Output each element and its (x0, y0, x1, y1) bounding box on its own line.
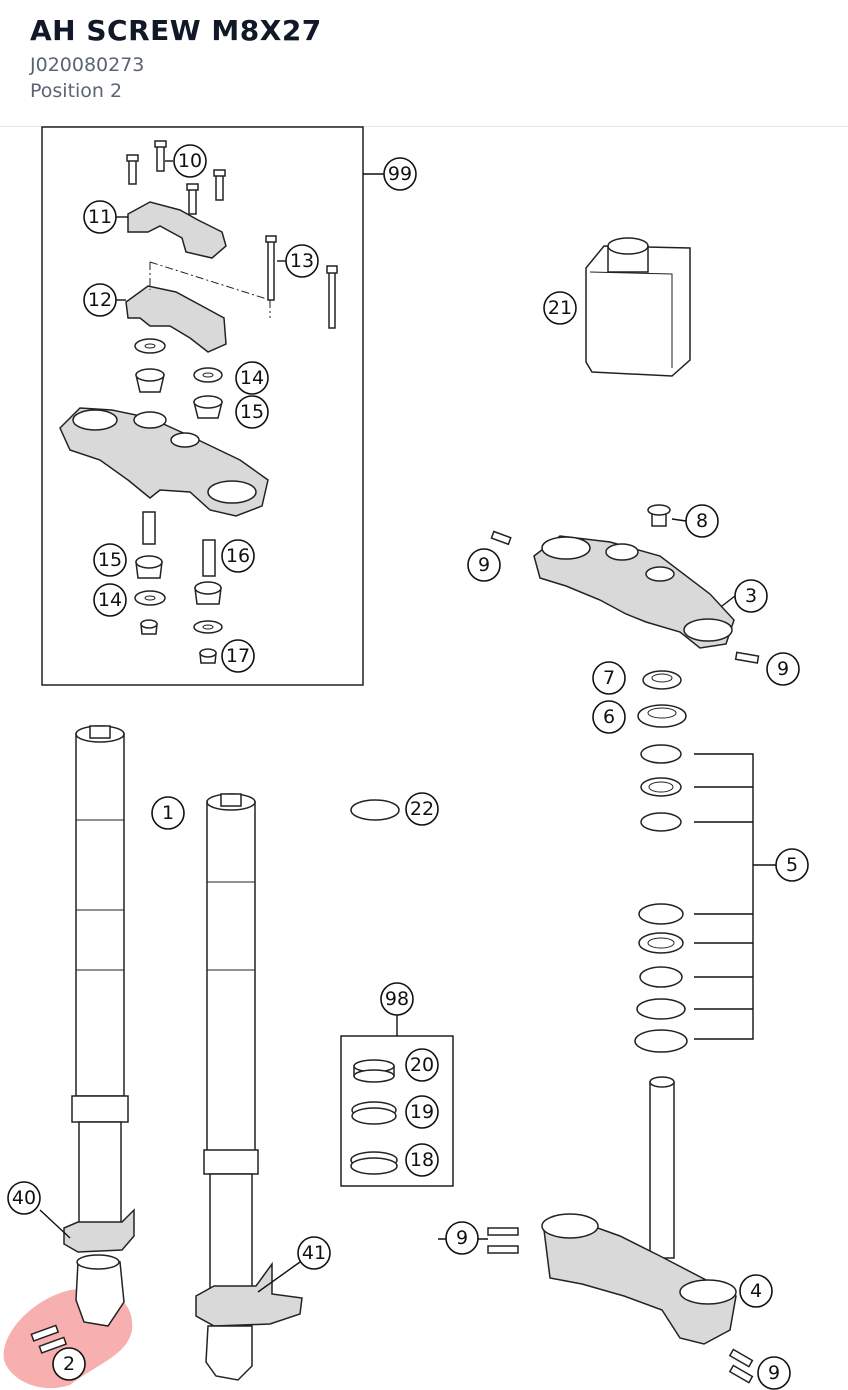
callout-20[interactable]: 20 (405, 1048, 439, 1082)
callout-9-upper-clamp-left[interactable]: 9 (467, 548, 501, 582)
fork-leg-right (195, 793, 303, 1381)
svg-text:9: 9 (777, 658, 789, 680)
o-ring (350, 799, 400, 821)
callout-3[interactable]: 3 (734, 579, 768, 613)
callout-14-lower[interactable]: 14 (93, 583, 127, 617)
callout-10[interactable]: 10 (173, 144, 207, 178)
svg-text:16: 16 (226, 545, 250, 567)
svg-text:15: 15 (98, 549, 122, 571)
callout-18[interactable]: 18 (405, 1143, 439, 1177)
handlebar-clamp-lower (125, 285, 227, 353)
svg-text:18: 18 (410, 1149, 434, 1171)
callout-15-lower[interactable]: 15 (93, 543, 127, 577)
svg-text:2: 2 (63, 1353, 75, 1375)
svg-text:1: 1 (162, 802, 174, 824)
callout-98[interactable]: 98 (380, 982, 414, 1016)
svg-text:10: 10 (178, 150, 202, 172)
svg-text:9: 9 (478, 554, 490, 576)
lower-triple-clamp (487, 1076, 754, 1384)
callout-4[interactable]: 4 (739, 1274, 773, 1308)
svg-text:15: 15 (240, 401, 264, 423)
washers-bushings-upper (134, 338, 223, 419)
handlebar-clamp-upper (127, 201, 227, 259)
callout-16[interactable]: 16 (221, 539, 255, 573)
upper-triple-clamp (490, 504, 760, 664)
callout-17[interactable]: 17 (221, 639, 255, 673)
fork-oil-can (585, 237, 691, 377)
callout-9-lower-clamp-right[interactable]: 9 (757, 1356, 791, 1390)
callout-9-lower-clamp-left[interactable]: 9 (445, 1221, 479, 1255)
svg-text:99: 99 (388, 163, 412, 185)
svg-text:11: 11 (88, 206, 112, 228)
callout-15-upper[interactable]: 15 (235, 395, 269, 429)
svg-text:41: 41 (302, 1242, 326, 1264)
callout-13[interactable]: 13 (285, 244, 319, 278)
callout-40[interactable]: 40 (7, 1181, 41, 1215)
callout-21[interactable]: 21 (543, 291, 577, 325)
svg-text:19: 19 (410, 1101, 434, 1123)
svg-text:13: 13 (290, 250, 314, 272)
callout-9-upper-clamp-right[interactable]: 9 (766, 652, 800, 686)
callout-22[interactable]: 22 (405, 792, 439, 826)
svg-text:14: 14 (98, 589, 122, 611)
ah-screw-highlighted (30, 1324, 68, 1354)
part-title: AH SCREW M8X27 (30, 14, 322, 47)
svg-text:40: 40 (12, 1187, 36, 1209)
svg-text:21: 21 (548, 297, 572, 319)
long-screws (265, 235, 338, 329)
callout-99[interactable]: 99 (383, 157, 417, 191)
svg-text:3: 3 (745, 585, 757, 607)
fork-leg-left (63, 725, 135, 1327)
steering-bearing-parts (634, 670, 776, 1053)
handlebar-clamp-screws (126, 140, 226, 215)
svg-text:8: 8 (696, 510, 708, 532)
svg-text:9: 9 (768, 1362, 780, 1384)
svg-text:6: 6 (603, 706, 615, 728)
svg-text:98: 98 (385, 988, 409, 1010)
callout-11[interactable]: 11 (83, 200, 117, 234)
svg-text:12: 12 (88, 289, 112, 311)
svg-text:14: 14 (240, 367, 264, 389)
svg-text:4: 4 (750, 1280, 762, 1302)
svg-text:22: 22 (410, 798, 434, 820)
callout-2-selected[interactable]: 2 (52, 1347, 86, 1381)
callout-12[interactable]: 12 (83, 283, 117, 317)
svg-text:7: 7 (603, 667, 615, 689)
svg-text:5: 5 (786, 854, 798, 876)
callout-7[interactable]: 7 (592, 661, 626, 695)
callout-19[interactable]: 19 (405, 1095, 439, 1129)
part-number: J020080273 (30, 54, 145, 76)
svg-text:17: 17 (226, 645, 250, 667)
kit-98-box (340, 1015, 454, 1187)
svg-text:20: 20 (410, 1054, 434, 1076)
part-header: AH SCREW M8X27 J020080273 Position 2 (0, 0, 848, 127)
part-position: Position 2 (30, 80, 123, 102)
kit-small-parts-lower (134, 511, 223, 664)
callout-41[interactable]: 41 (297, 1236, 331, 1270)
callout-5[interactable]: 5 (775, 848, 809, 882)
callout-1[interactable]: 1 (151, 796, 185, 830)
callout-8[interactable]: 8 (685, 504, 719, 538)
svg-text:9: 9 (456, 1227, 468, 1249)
callout-14-upper[interactable]: 14 (235, 361, 269, 395)
callout-6[interactable]: 6 (592, 700, 626, 734)
kit-99-box (41, 126, 386, 686)
